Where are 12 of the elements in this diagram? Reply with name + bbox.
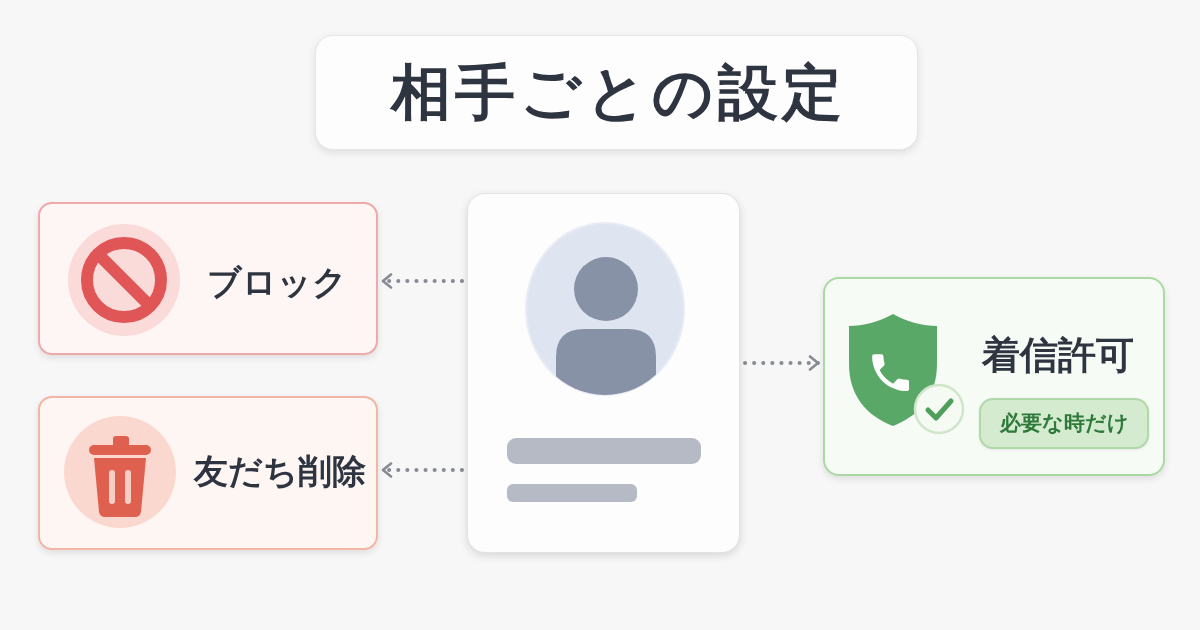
node-label: 友だち削除 (194, 451, 366, 492)
action-card (38, 396, 378, 550)
node-label: 着信許可 (982, 333, 1134, 379)
dotted-arrow (381, 273, 464, 289)
dotted-arrow (743, 355, 820, 371)
condition-tag: 必要な時だけ (979, 398, 1149, 449)
profile-card (467, 193, 740, 553)
dotted-arrow (381, 462, 464, 478)
title: 相手ごとの設定 (389, 58, 848, 127)
permission-card (823, 277, 1165, 476)
action-card (38, 202, 378, 355)
node-label: ブロック (207, 262, 347, 303)
